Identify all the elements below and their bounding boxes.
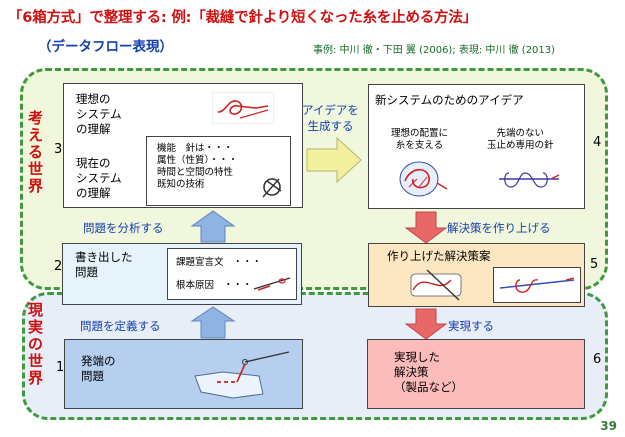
box-6-number: 6 xyxy=(593,352,602,367)
page-number: 39 xyxy=(600,419,617,433)
slide-title: 「6箱方式」で整理する: 例:「裁縫で針より短くなった糸を止める方法」 xyxy=(8,10,477,26)
box-4-number: 4 xyxy=(593,135,602,150)
thread-knot-sketch xyxy=(262,178,282,198)
ideal-thread-sketch xyxy=(212,92,274,124)
label-analyze: 問題を分析する xyxy=(83,221,164,235)
box-4-ideas: 新システムのためのアイデア 理想の配置に 糸を支える 先端のない 玉止め専用の針 xyxy=(368,84,585,209)
ideal-system-text: 理想の システム の理解 xyxy=(76,92,122,136)
realized-solution-text: 実現した 解決策 （製品など） xyxy=(394,350,463,394)
needle-sketch xyxy=(253,277,291,291)
details-text: 機能 針は・・・ 属性（性質）・・・ 時間と空間の特性 既知の技術 xyxy=(157,143,238,190)
box-3-number: 3 xyxy=(54,142,63,157)
box-6-realized-solution: 実現した 解決策 （製品など） xyxy=(367,339,585,409)
draft-sketch-right xyxy=(499,277,575,293)
idea-knot-needle-text: 先端のない 玉止め専用の針 xyxy=(487,128,554,151)
ideas-title: 新システムのためのアイデア xyxy=(375,93,524,107)
solution-draft-title: 作り上げた解決策案 xyxy=(387,249,491,263)
knot-needle-sketch xyxy=(499,172,560,188)
slide-subtitle: （データフロー表現） xyxy=(38,39,173,55)
arrow-define xyxy=(190,306,236,339)
label-realize: 実現する xyxy=(448,319,494,333)
box-1-number: 1 xyxy=(56,360,65,375)
details-panel: 機能 針は・・・ 属性（性質）・・・ 時間と空間の特性 既知の技術 xyxy=(146,136,291,206)
idea-support-thread-text: 理想の配置に 糸を支える xyxy=(391,128,449,151)
arrow-generate xyxy=(306,136,362,184)
arrow-analyze xyxy=(190,210,236,243)
arrow-build xyxy=(404,211,448,244)
thinking-world-label: 考える世界 xyxy=(27,109,43,195)
real-world-label: 現実の世界 xyxy=(27,301,43,387)
box-3-understanding: 理想の システム の理解 現在の システム の理解 機能 針は・・・ 属性（性質… xyxy=(63,83,303,208)
box-1-initial-problem: 発端の 問題 xyxy=(64,339,303,409)
credit-line: 事例: 中川 徹・下田 翼 (2006); 表現: 中川 徹 (2013) xyxy=(313,45,556,56)
root-cause-item: 根本原因 ・・・ xyxy=(176,280,253,291)
arrow-realize xyxy=(404,308,448,340)
box-2-number: 2 xyxy=(54,259,63,274)
written-problem-text: 書き出した 問題 xyxy=(75,250,133,279)
box-5-solution-draft: 作り上げた解決策案 xyxy=(368,243,585,307)
support-thread-sketch xyxy=(399,161,448,197)
box-2-problem-written: 書き出した 問題 課題宣言文 ・・・ 根本原因 ・・・ xyxy=(62,243,302,305)
cloth-sketch xyxy=(194,351,290,399)
problem-statement-item: 課題宣言文 ・・・ xyxy=(176,257,262,268)
label-generate: アイデアを 生成する xyxy=(302,103,359,133)
initial-problem-text: 発端の 問題 xyxy=(81,354,116,383)
draft-sketch-left xyxy=(410,269,462,301)
box-5-number: 5 xyxy=(590,257,599,272)
current-system-text: 現在の システム の理解 xyxy=(76,156,122,200)
draft-sketch-right-panel xyxy=(493,267,581,303)
label-define: 問題を定義する xyxy=(80,319,161,333)
label-build: 解決策を作り上げる xyxy=(447,221,551,235)
problem-items-panel: 課題宣言文 ・・・ 根本原因 ・・・ xyxy=(167,248,297,300)
